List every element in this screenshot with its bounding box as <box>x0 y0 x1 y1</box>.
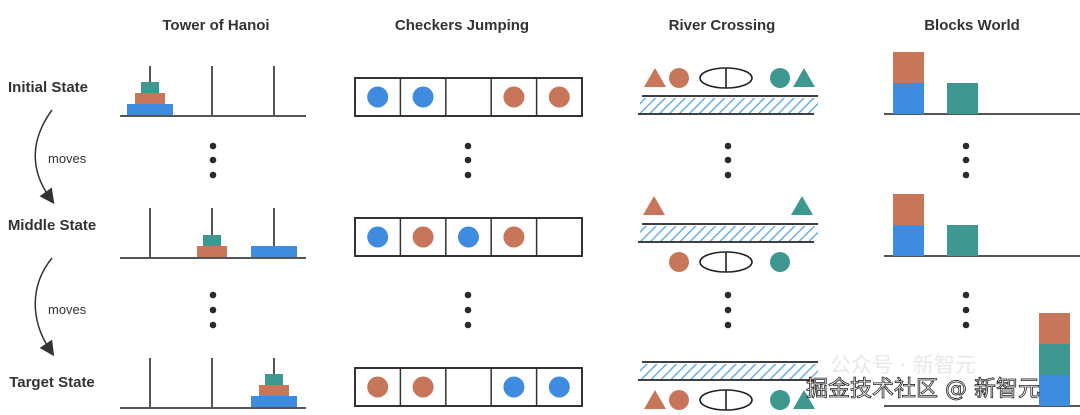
hanoi-disk-small <box>203 235 221 246</box>
hanoi-disk-medium <box>197 246 227 257</box>
state-label-target: Target State <box>9 374 95 391</box>
hanoi-disk-large <box>251 396 297 407</box>
river-boat <box>699 251 753 273</box>
river-orange-circle <box>669 68 689 88</box>
moves-label-2: moves <box>48 302 87 317</box>
moves-arrow-1 <box>34 109 55 205</box>
column-title-river: River Crossing <box>669 17 776 34</box>
ellipsis-dot <box>962 156 970 164</box>
block-blue <box>1039 375 1070 406</box>
ellipsis-dot <box>464 156 472 164</box>
ellipsis-dot <box>464 291 472 299</box>
river-orange-circle <box>669 252 689 272</box>
hanoi-disk-small <box>265 374 283 385</box>
block-blue <box>893 83 924 114</box>
ellipsis-dot <box>724 156 732 164</box>
ellipsis-dot <box>962 321 970 329</box>
river-water-initial <box>640 98 818 113</box>
ellipsis-dot <box>724 142 732 150</box>
river-teal-triangle <box>791 196 813 215</box>
hanoi-disk-small <box>141 82 159 93</box>
ellipsis-dots <box>209 142 970 329</box>
watermark-line-2: 掘金技术社区 @ 新智元 <box>806 377 1040 402</box>
checker-orange <box>548 86 570 108</box>
column-title-blocks: Blocks World <box>924 17 1020 34</box>
moves-label-1: moves <box>48 151 87 166</box>
river-orange-circle <box>669 390 689 410</box>
checker-blue <box>458 226 479 248</box>
checkers-column <box>354 77 583 407</box>
ellipsis-dot <box>962 171 970 179</box>
ellipsis-dot <box>464 171 472 179</box>
moves-arrow-2 <box>34 257 55 357</box>
ellipsis-dot <box>464 321 472 329</box>
checker-orange <box>367 376 389 398</box>
block-teal <box>947 83 978 114</box>
hanoi-column <box>120 66 306 409</box>
ellipsis-dot <box>464 306 472 314</box>
watermark-line-1: 公众号 · 新智元 <box>830 353 976 377</box>
ellipsis-dot <box>962 142 970 150</box>
checker-orange <box>503 86 525 108</box>
river-water-target <box>640 364 818 379</box>
checkers-board-initial <box>354 77 583 117</box>
ellipsis-dot <box>464 142 472 150</box>
river-teal-circle <box>770 68 790 88</box>
column-title-hanoi: Tower of Hanoi <box>162 17 269 34</box>
block-orange <box>1039 313 1070 344</box>
checkers-board-target <box>354 367 583 407</box>
ellipsis-dot <box>209 306 217 314</box>
block-blue <box>893 225 924 256</box>
block-orange <box>893 194 924 225</box>
ellipsis-dot <box>724 171 732 179</box>
river-boat <box>699 389 753 411</box>
block-teal <box>1039 344 1070 375</box>
hanoi-disk-medium <box>135 93 165 104</box>
ellipsis-dot <box>962 291 970 299</box>
hanoi-disk-medium <box>259 385 289 396</box>
checker-blue <box>503 376 525 398</box>
river-orange-triangle <box>643 196 665 215</box>
checker-orange <box>503 226 525 248</box>
hanoi-disk-large <box>127 104 173 115</box>
block-teal <box>947 225 978 256</box>
ellipsis-dot <box>209 142 217 150</box>
river-teal-triangle <box>793 68 815 87</box>
hanoi-disk-large <box>251 246 297 257</box>
checker-blue <box>367 86 389 108</box>
river-teal-circle <box>770 252 790 272</box>
river-teal-triangle <box>793 390 815 409</box>
river-teal-circle <box>770 390 790 410</box>
river-boat <box>699 67 753 89</box>
ellipsis-dot <box>209 321 217 329</box>
ellipsis-dot <box>724 291 732 299</box>
ellipsis-dot <box>209 171 217 179</box>
river-orange-triangle <box>644 390 666 409</box>
state-label-initial: Initial State <box>8 79 88 96</box>
checker-orange <box>412 226 434 248</box>
ellipsis-dot <box>209 156 217 164</box>
ellipsis-dot <box>724 306 732 314</box>
river-column <box>638 67 818 411</box>
ellipsis-dot <box>962 306 970 314</box>
ellipsis-dot <box>724 321 732 329</box>
checker-blue <box>548 376 570 398</box>
checker-blue <box>367 226 389 248</box>
ellipsis-dot <box>209 291 217 299</box>
state-label-middle: Middle State <box>8 217 96 234</box>
checker-orange <box>412 376 434 398</box>
block-orange <box>893 52 924 83</box>
river-water-middle <box>640 226 818 241</box>
blocks-column <box>884 52 1080 407</box>
river-orange-triangle <box>644 68 666 87</box>
column-title-checkers: Checkers Jumping <box>395 17 529 34</box>
checker-blue <box>412 86 434 108</box>
